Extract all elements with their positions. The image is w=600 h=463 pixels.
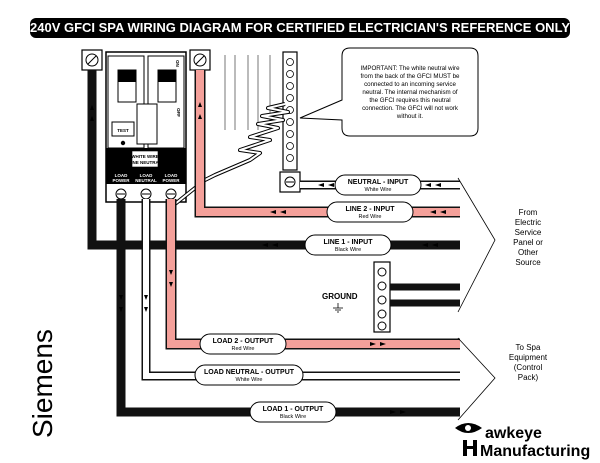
svg-text:neutral. The internal mechani: neutral. The internal mechanism of bbox=[362, 89, 457, 96]
svg-text:Manufacturing: Manufacturing bbox=[480, 443, 590, 460]
svg-text:Source: Source bbox=[515, 258, 541, 267]
hawkeye-logo: awkeye Manufacturing bbox=[455, 423, 590, 460]
wire-label-load1-output: LOAD 1 - OUTPUT Black Wire bbox=[249, 401, 337, 423]
svg-text:Other: Other bbox=[518, 248, 538, 257]
svg-text:NEUTRAL - INPUT: NEUTRAL - INPUT bbox=[348, 179, 409, 186]
terminal-label-1a: LOAD bbox=[115, 173, 128, 178]
load2-red-wire bbox=[165, 199, 460, 350]
title-banner bbox=[30, 18, 570, 38]
svg-text:Electric: Electric bbox=[515, 218, 541, 227]
breaker-on-label: ON bbox=[175, 60, 180, 67]
svg-text:LOAD 2 - OUTPUT: LOAD 2 - OUTPUT bbox=[213, 338, 274, 345]
svg-text:without it.: without it. bbox=[396, 113, 423, 120]
svg-text:White Wire: White Wire bbox=[365, 187, 392, 193]
wire-label-neutral-input: NEUTRAL - INPUT White Wire bbox=[334, 174, 422, 196]
source-label: From Electric Service Panel or Other Sou… bbox=[513, 208, 543, 267]
wire-label-load2-output: LOAD 2 - OUTPUT Red Wire bbox=[199, 333, 287, 355]
svg-text:Pack): Pack) bbox=[518, 373, 539, 382]
pigtail-label-2: LINE NEUTRAL bbox=[129, 160, 162, 165]
svg-text:Panel or: Panel or bbox=[513, 238, 543, 247]
svg-text:LINE 1 - INPUT: LINE 1 - INPUT bbox=[323, 239, 373, 246]
svg-text:Equipment: Equipment bbox=[509, 353, 548, 362]
svg-text:(Control: (Control bbox=[514, 363, 543, 372]
flow-arrows bbox=[90, 102, 446, 414]
svg-text:LINE 2 - INPUT: LINE 2 - INPUT bbox=[345, 206, 395, 213]
diagram-title: 240V GFCI SPA WIRING DIAGRAM FOR CERTIFI… bbox=[30, 20, 570, 35]
svg-text:LOAD 1 - OUTPUT: LOAD 1 - OUTPUT bbox=[263, 406, 324, 413]
top-terminal-left bbox=[81, 49, 103, 71]
spa-bracket bbox=[457, 337, 496, 421]
terminal-label-3a: LOAD bbox=[165, 173, 178, 178]
svg-text:connected to an incoming servi: connected to an incoming service bbox=[364, 81, 456, 88]
svg-text:White Wire: White Wire bbox=[236, 377, 263, 383]
siemens-brand: Siemens bbox=[27, 329, 58, 438]
svg-text:Red Wire: Red Wire bbox=[232, 346, 255, 352]
svg-text:Black Wire: Black Wire bbox=[335, 247, 361, 253]
ground-label: GROUND bbox=[322, 292, 358, 301]
wire-label-line1-input: LINE 1 - INPUT Black Wire bbox=[304, 234, 392, 256]
gfci-breaker: ON OFF TEST WHITE WIRE LINE NEUTRAL LOAD… bbox=[105, 51, 187, 203]
ground-bar bbox=[373, 261, 391, 333]
svg-text:LOAD NEUTRAL - OUTPUT: LOAD NEUTRAL - OUTPUT bbox=[204, 369, 295, 376]
svg-text:Red Wire: Red Wire bbox=[359, 214, 382, 220]
svg-text:IMPORTANT: The white neutral w: IMPORTANT: The white neutral wire bbox=[360, 65, 460, 72]
svg-text:from the back of the GFCI MUST: from the back of the GFCI MUST be bbox=[361, 73, 460, 80]
callout-box bbox=[299, 47, 479, 137]
load1-black-wire bbox=[116, 199, 460, 417]
svg-text:Black Wire: Black Wire bbox=[280, 414, 306, 420]
wire-label-line2-input: LINE 2 - INPUT Red Wire bbox=[326, 201, 414, 223]
terminal-label-2a: LOAD bbox=[140, 173, 153, 178]
svg-text:Service: Service bbox=[515, 228, 542, 237]
svg-text:awkeye: awkeye bbox=[485, 425, 542, 442]
svg-text:From: From bbox=[519, 208, 538, 217]
terminal-label-2b: NEUTRAL bbox=[135, 178, 157, 183]
svg-text:the GFCI requires this neutral: the GFCI requires this neutral bbox=[369, 97, 450, 104]
breaker-off-label: OFF bbox=[176, 108, 181, 117]
neutral-pigtail-wire bbox=[168, 102, 290, 210]
svg-text:connection. The GFCI will not: connection. The GFCI will not work bbox=[362, 105, 459, 112]
ground-symbol-icon bbox=[333, 303, 343, 313]
svg-text:To Spa: To Spa bbox=[516, 343, 541, 352]
pigtail-label-1: WHITE WIRE bbox=[131, 154, 159, 159]
terminal-label-1b: POWER bbox=[112, 178, 130, 183]
terminal-label-3b: POWER bbox=[162, 178, 180, 183]
top-terminal-right bbox=[189, 49, 211, 71]
spa-label: To Spa Equipment (Control Pack) bbox=[509, 343, 548, 382]
callout-text: IMPORTANT: The white neutral wire from t… bbox=[360, 65, 460, 120]
source-bracket bbox=[457, 177, 496, 313]
wire-label-load-neutral-output: LOAD NEUTRAL - OUTPUT White Wire bbox=[194, 364, 304, 386]
test-button-label[interactable]: TEST bbox=[117, 128, 129, 133]
panel-bus-bars bbox=[224, 55, 271, 130]
